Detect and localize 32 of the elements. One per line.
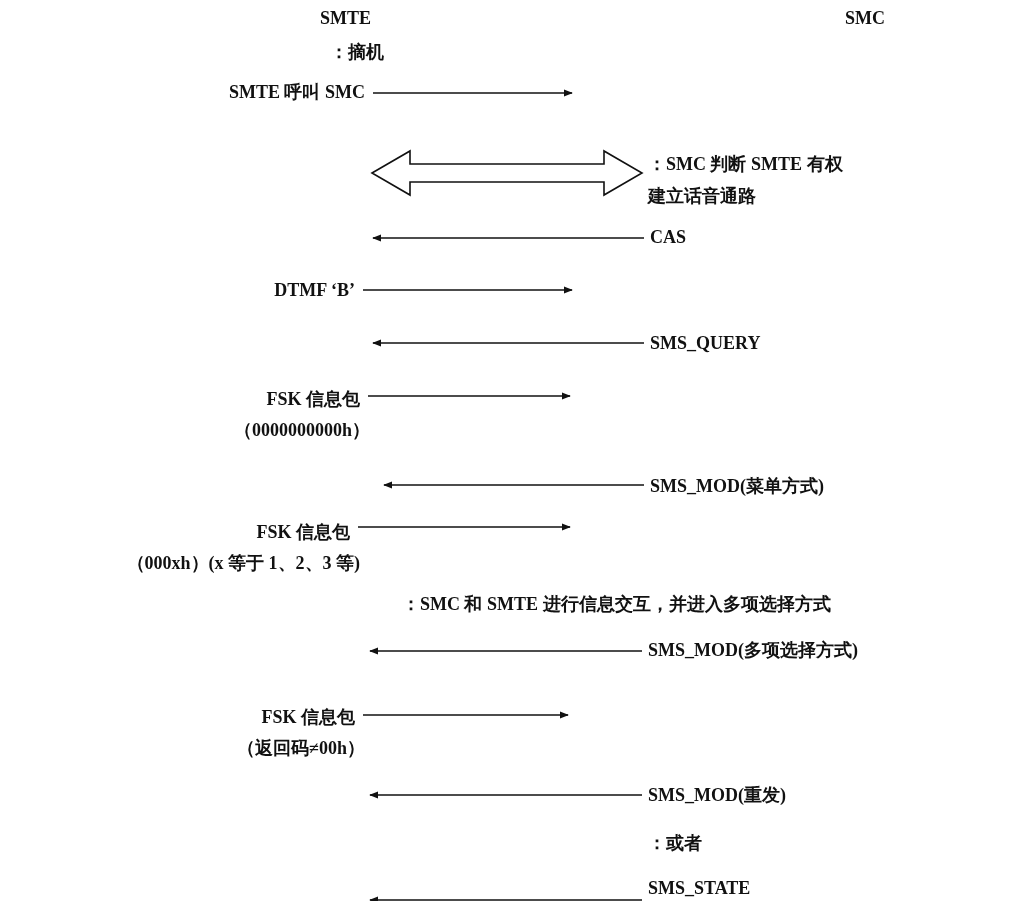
message-label: SMS_MOD(菜单方式): [650, 474, 824, 498]
arrow: [369, 647, 643, 655]
message-label: DTMF ‘B’: [274, 278, 355, 302]
lifeline-header: SMTE: [320, 7, 371, 30]
message-label: SMS_MOD(重发): [648, 783, 786, 807]
arrow: [362, 286, 573, 294]
arrow: [372, 89, 573, 97]
message-label: CAS: [650, 225, 686, 249]
message-label: SMS_STATE: [648, 876, 751, 900]
lifeline-header: SMC: [845, 7, 885, 30]
message-label: FSK 信息包: [265, 388, 360, 411]
message-label: SMTE 呼叫 SMC: [229, 80, 365, 104]
message-label: SMS_QUERY: [650, 331, 761, 355]
message-parameter: （返回码≠00h）: [237, 737, 365, 760]
note-text: ：SMC 和 SMTE 进行信息交互，并进入多项选择方式: [402, 593, 831, 616]
note-text: ：或者: [648, 832, 702, 855]
message-parameter: （000xh）(x 等于 1、2、3 等): [126, 552, 360, 575]
arrow: [372, 234, 645, 242]
arrow: [369, 896, 643, 901]
arrow: [362, 711, 569, 719]
message-label: FSK 信息包: [255, 521, 350, 544]
arrow: [372, 339, 645, 347]
arrow: [383, 481, 645, 489]
message-label: FSK 信息包: [260, 706, 355, 729]
arrow: [357, 523, 571, 531]
message-label: SMS_MOD(多项选择方式): [648, 638, 858, 662]
note-text: ：摘机: [330, 41, 384, 64]
double-arrow: [370, 149, 644, 197]
arrow: [369, 791, 643, 799]
message-parameter: （0000000000h）: [234, 419, 370, 442]
message-label: ：SMC 判断 SMTE 有权建立话音通路: [648, 148, 848, 212]
arrow: [367, 392, 571, 400]
